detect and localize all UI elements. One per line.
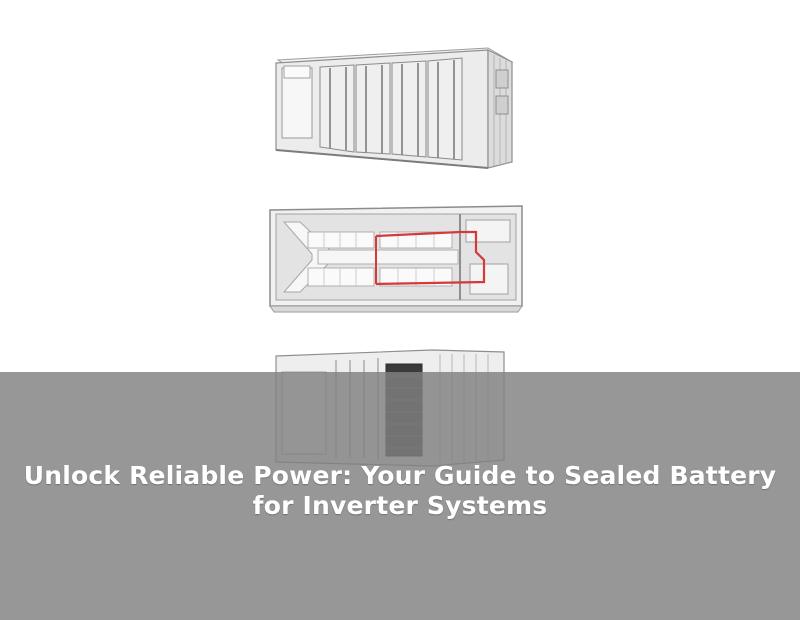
title-overlay-band bbox=[0, 372, 800, 620]
container-closed-doors bbox=[275, 47, 514, 169]
container-interior-top-view bbox=[269, 205, 523, 313]
headline-line-1: Unlock Reliable Power: Your Guide to Sea… bbox=[23, 461, 777, 490]
headline: Unlock Reliable Power: Your Guide to Sea… bbox=[0, 461, 800, 521]
headline-line-2: for Inverter Systems bbox=[252, 491, 548, 520]
